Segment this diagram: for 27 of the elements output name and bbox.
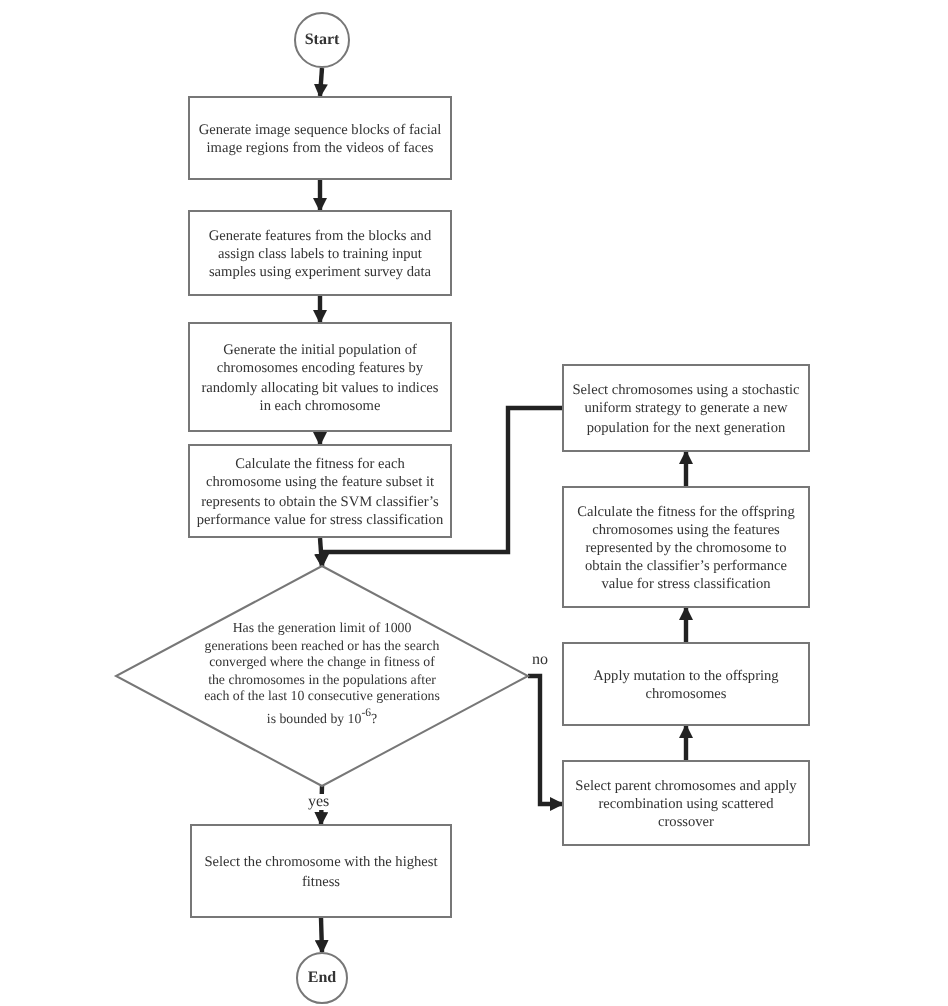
arrow	[313, 180, 327, 212]
arrow	[315, 405, 562, 568]
arrow	[679, 724, 693, 760]
arrow	[314, 785, 329, 826]
terminal-circle	[296, 952, 348, 1004]
terminal-label: End	[307, 968, 337, 988]
terminal-label: Start	[304, 30, 340, 50]
process-box	[188, 96, 452, 180]
process-box	[188, 210, 452, 296]
process-box	[562, 486, 810, 608]
arrow	[679, 450, 693, 486]
terminal-circle	[294, 12, 350, 68]
decision-diamond	[116, 566, 528, 786]
edge-label: no	[532, 652, 548, 668]
arrow	[314, 917, 329, 954]
arrow	[314, 537, 329, 568]
arrow	[313, 67, 328, 98]
process-box	[188, 322, 452, 432]
arrow	[313, 432, 327, 446]
arrow	[313, 296, 327, 324]
edge-label: yes	[308, 794, 330, 810]
arrow	[528, 673, 564, 811]
process-box	[562, 760, 810, 846]
process-box	[190, 824, 452, 918]
arrow	[679, 606, 693, 642]
process-box	[562, 364, 810, 452]
process-box	[562, 642, 810, 726]
